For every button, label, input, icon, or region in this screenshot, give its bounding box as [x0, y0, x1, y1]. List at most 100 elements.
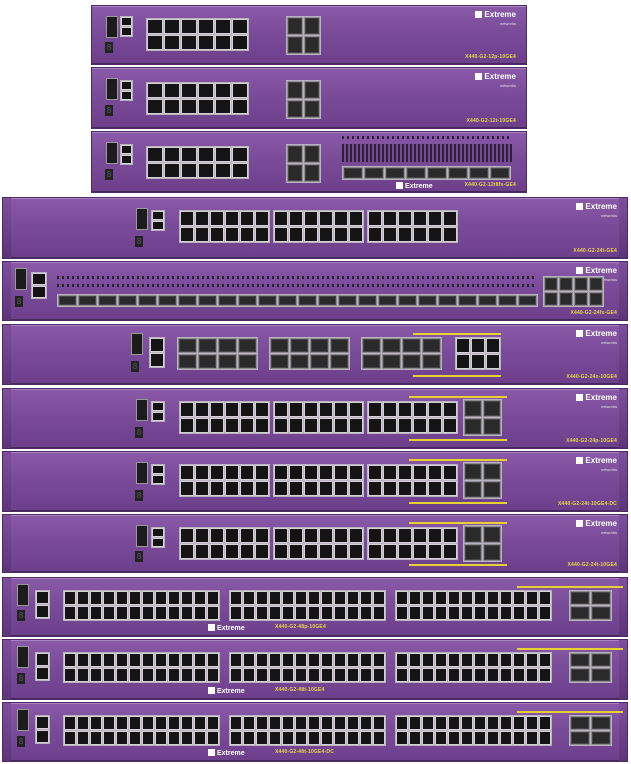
rack-mount-ear	[619, 452, 627, 511]
rj45-port	[308, 591, 320, 605]
sfp-port	[498, 295, 517, 306]
rj45-port	[121, 91, 132, 100]
rj45-port	[77, 731, 89, 745]
rj45-port	[181, 716, 193, 730]
rj45-port	[152, 211, 164, 220]
sfp-port	[591, 716, 611, 730]
console-port	[131, 333, 143, 355]
sfp-port	[304, 100, 320, 118]
rj45-port	[116, 716, 128, 730]
rj45-port	[168, 731, 180, 745]
rj45-port	[155, 606, 167, 620]
rj45-port	[422, 731, 434, 745]
rj45-port	[64, 591, 76, 605]
rj45-port	[36, 730, 49, 743]
sfp-port	[118, 295, 137, 306]
sfp-port	[138, 295, 157, 306]
rj45-port	[360, 591, 372, 605]
rj45-port	[413, 481, 427, 496]
rj45-port	[121, 155, 132, 164]
rj45-port	[147, 19, 163, 34]
rj45-port	[274, 418, 288, 433]
sfp-port	[238, 354, 257, 369]
rj45-port	[116, 668, 128, 682]
rack-mount-ear	[3, 198, 11, 258]
rj45-port	[368, 465, 382, 480]
rj45-port	[295, 591, 307, 605]
rj45-port	[526, 668, 538, 682]
sfp-port	[287, 17, 303, 35]
rj45-port-group	[149, 337, 165, 368]
rj45-port	[383, 227, 397, 242]
rj45-port-group	[273, 527, 364, 560]
sfp-port	[318, 295, 337, 306]
sfp-port	[198, 354, 217, 369]
sfp-port	[427, 167, 447, 179]
rj45-port	[349, 528, 363, 543]
sfp-port	[483, 481, 501, 498]
rj45-port	[334, 402, 348, 417]
rj45-port	[409, 668, 421, 682]
rj45-port	[347, 668, 359, 682]
stack-number-display: 8	[135, 427, 143, 438]
yellow-label-line	[409, 522, 507, 524]
rj45-port	[448, 653, 460, 667]
sfp-port	[198, 338, 217, 353]
fiber-port-bank	[342, 144, 512, 162]
rj45-port	[180, 211, 194, 226]
rj45-port	[181, 653, 193, 667]
yellow-label-line	[517, 586, 623, 588]
rj45-port	[210, 211, 224, 226]
sfp-port	[330, 354, 349, 369]
rj45-port	[103, 606, 115, 620]
rj45-port	[142, 606, 154, 620]
rj45-port	[90, 668, 102, 682]
rj45-port	[164, 99, 180, 114]
rj45-port	[240, 544, 254, 559]
sfp-port	[98, 295, 117, 306]
sfp-port-group	[177, 337, 258, 370]
rj45-port	[422, 606, 434, 620]
rj45-port	[383, 211, 397, 226]
rj45-port	[181, 83, 197, 98]
rj45-port-group	[151, 210, 165, 231]
rj45-port	[368, 528, 382, 543]
rj45-port	[308, 716, 320, 730]
rj45-port-group	[273, 210, 364, 243]
rj45-port	[274, 544, 288, 559]
rj45-port	[36, 653, 49, 666]
rj45-port	[243, 591, 255, 605]
rj45-port	[428, 465, 442, 480]
sfp-port-group	[269, 337, 350, 370]
rj45-port	[368, 211, 382, 226]
sfp-port-group	[286, 144, 321, 183]
rj45-port	[513, 731, 525, 745]
rj45-port	[396, 668, 408, 682]
rj45-port	[36, 667, 49, 680]
sfp-port	[464, 526, 482, 543]
console-port	[17, 584, 29, 606]
sfp-port	[364, 167, 384, 179]
rj45-port	[195, 418, 209, 433]
rj45-port	[474, 591, 486, 605]
extreme-logo-icon	[208, 749, 215, 756]
rj45-port	[368, 418, 382, 433]
model-label: X440-G2-24fx-GE4	[570, 310, 617, 316]
rj45-port-group	[151, 401, 165, 422]
rj45-port	[448, 606, 460, 620]
rj45-port	[289, 528, 303, 543]
rj45-port	[319, 528, 333, 543]
rj45-port	[321, 591, 333, 605]
rj45-port	[398, 544, 412, 559]
rj45-port	[319, 465, 333, 480]
rj45-port	[256, 653, 268, 667]
rj45-port	[349, 465, 363, 480]
rj45-port	[448, 591, 460, 605]
rj45-port	[282, 591, 294, 605]
rj45-port	[210, 465, 224, 480]
extreme-logo-icon	[396, 182, 403, 189]
rj45-port	[64, 668, 76, 682]
